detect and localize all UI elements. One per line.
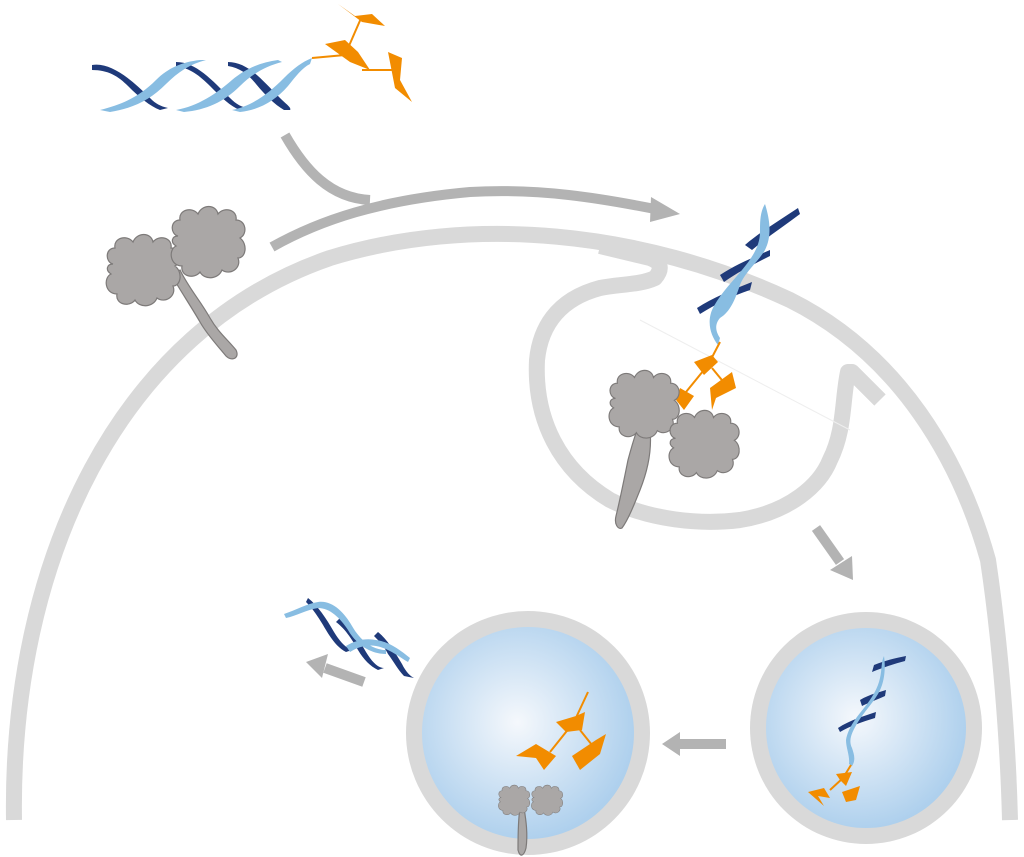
uptake-arrow	[269, 132, 680, 252]
ligand-icon	[311, 4, 412, 102]
dna-helix-icon	[838, 656, 906, 766]
lysosome	[406, 611, 650, 856]
arrow-head-icon	[650, 197, 680, 222]
receptor-lobe-left	[105, 233, 181, 307]
receptor-lobe-right	[531, 784, 564, 816]
receptor-stem	[614, 421, 652, 529]
endosome	[750, 612, 982, 844]
receptor-lobe-left	[608, 369, 680, 439]
cell-membrane	[5, 225, 1018, 821]
dna-helix-icon	[284, 598, 414, 678]
arrow-head-icon	[306, 654, 328, 678]
receptor-lobe-right	[668, 409, 740, 479]
ligand-icon	[808, 764, 860, 806]
released-dna	[284, 598, 414, 678]
aptamer-drug-conjugate-free	[92, 4, 412, 112]
dna-helix-icon	[697, 204, 800, 345]
receptor-lobe-left	[498, 784, 531, 816]
arrow-up-left	[306, 654, 366, 687]
ligand-icon	[676, 341, 736, 410]
dna-helix-icon	[92, 58, 312, 112]
arrow-head-icon	[830, 556, 853, 580]
vesicle-lumen	[766, 628, 966, 828]
vesicle-lumen	[422, 627, 634, 839]
ligand-icon	[516, 691, 606, 770]
bound-complex	[608, 204, 800, 529]
receptor-membrane	[105, 205, 246, 360]
arrow-down-right	[811, 525, 853, 580]
endocytic-pit	[528, 238, 886, 530]
receptor-stem	[517, 807, 528, 856]
arrow-head-icon	[662, 732, 680, 756]
arrow-left	[662, 732, 726, 756]
receptor-lobe-right	[170, 205, 246, 279]
